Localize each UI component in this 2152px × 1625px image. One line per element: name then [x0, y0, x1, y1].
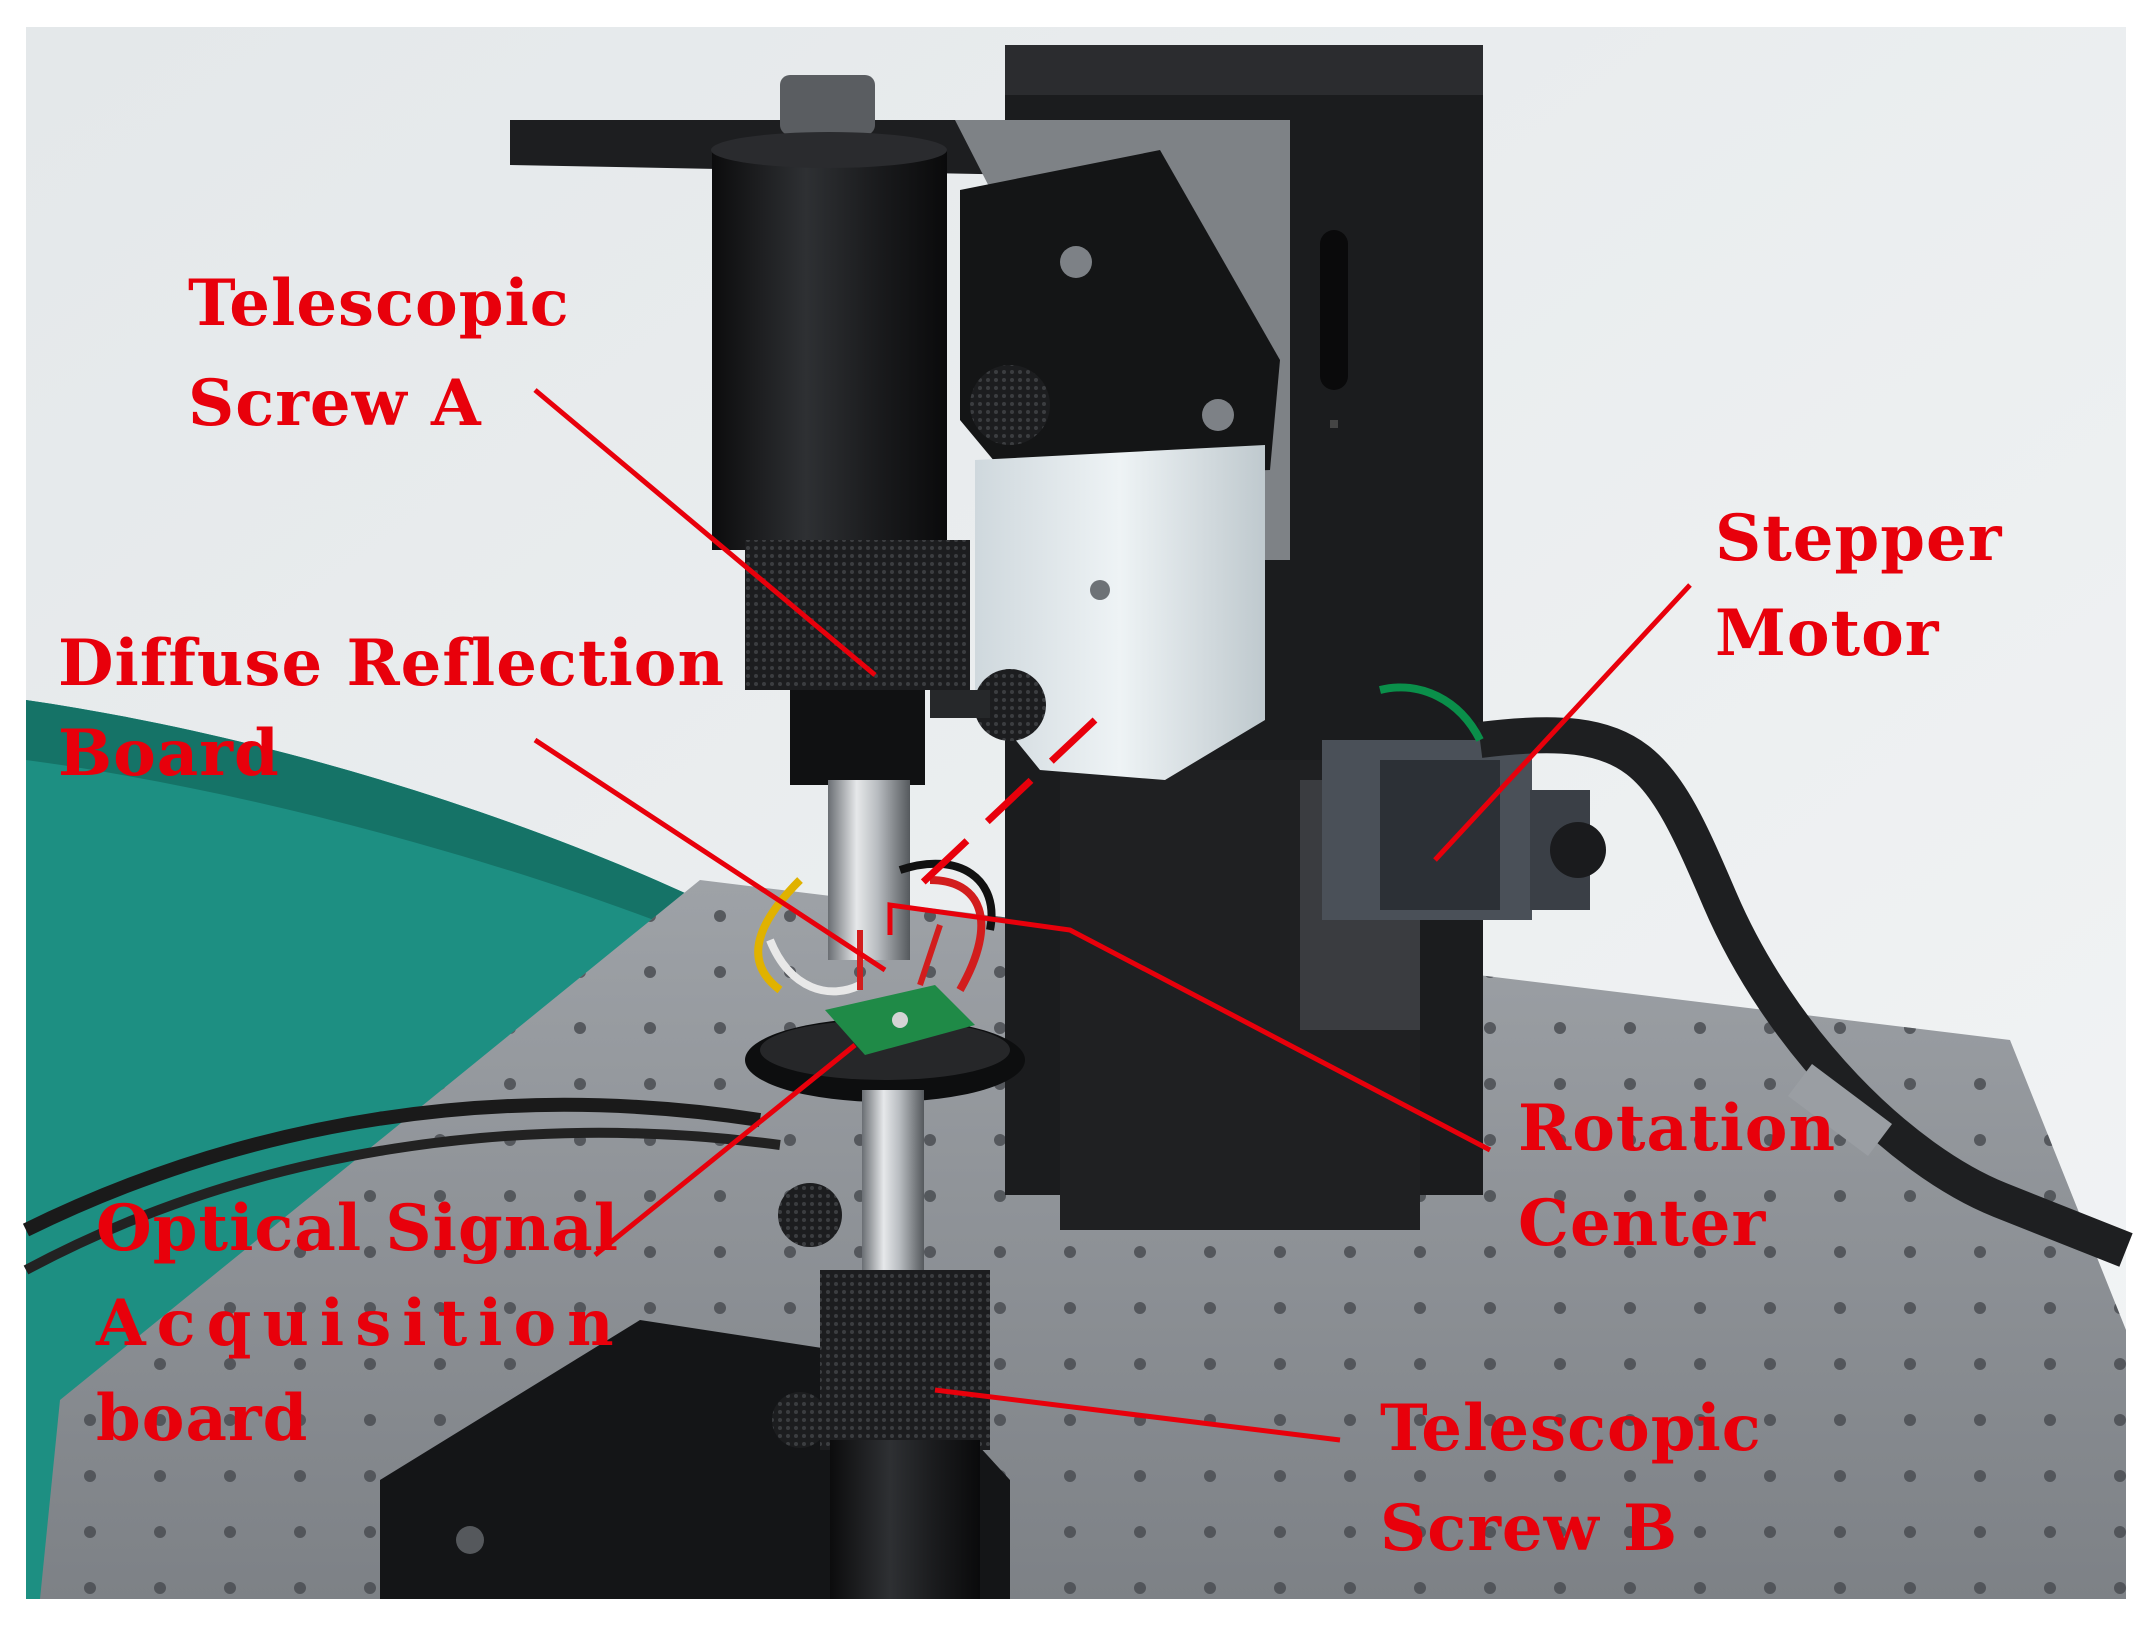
label-line: Board: [58, 716, 280, 791]
label-line: Acquisition: [95, 1286, 625, 1361]
knurled-ring-a: [745, 540, 970, 690]
label-line: Diffuse Reflection: [58, 626, 725, 701]
knob-lower: [778, 1183, 842, 1247]
leader-stepper-motor: [1433, 583, 1692, 862]
label-stepper-motor: Stepper Motor: [1715, 501, 2026, 671]
label-rotation-center: Rotation Center: [1518, 1091, 1859, 1261]
label-line: Stepper: [1715, 501, 2003, 576]
label-line: Optical Signal: [96, 1191, 619, 1266]
knurled-ring-b: [820, 1270, 990, 1450]
lower-rod: [862, 1090, 924, 1270]
photo-frame: [22, 27, 2133, 1599]
upper-cylinder: [712, 150, 947, 550]
label-line: board: [96, 1381, 308, 1456]
label-line: Telescopic: [188, 266, 570, 341]
label-line: Center: [1518, 1186, 1766, 1261]
label-telescopic-screw-a: Telescopic Screw A: [188, 266, 593, 441]
telescopic-rod: [828, 780, 910, 960]
label-line: Telescopic: [1380, 1391, 1762, 1466]
label-diffuse-reflection-board: Diffuse Reflection Board: [58, 626, 748, 791]
leader-rotation-center: [887, 902, 1492, 1153]
motor-cable: [1477, 717, 2133, 1267]
label-optical-signal-acquisition-board: Optical Signal Acquisition board: [95, 1191, 648, 1456]
label-line: Screw B: [1380, 1491, 1678, 1566]
acrylic-holder: [975, 445, 1265, 780]
label-telescopic-screw-b: Telescopic Screw B: [1380, 1391, 1785, 1566]
knob-upper: [970, 365, 1050, 445]
label-line: Motor: [1715, 596, 1940, 671]
leader-telescopic-screw-a: [533, 388, 877, 677]
cable-left: [22, 1097, 762, 1237]
knob-middle: [974, 669, 1046, 741]
leader-lines: [533, 388, 1692, 1443]
leader-optical-signal-board: [593, 1043, 857, 1257]
alignment-dashed-line: [917, 717, 1098, 888]
label-line: Screw A: [188, 366, 482, 441]
label-line: Rotation: [1518, 1091, 1836, 1166]
lower-cylinder: [830, 1440, 980, 1599]
leader-telescopic-screw-b: [934, 1387, 1341, 1443]
leader-diffuse-reflection-board: [533, 737, 887, 973]
